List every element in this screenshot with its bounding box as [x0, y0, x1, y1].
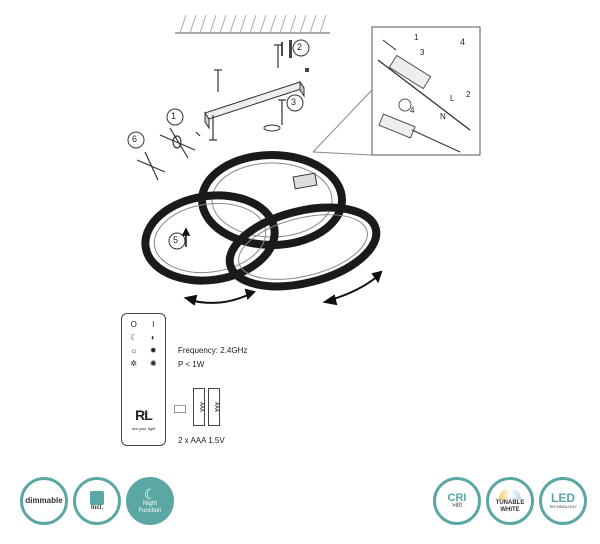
lamp-rings — [141, 151, 381, 291]
sun-icon — [499, 488, 521, 500]
night-label: Night — [142, 501, 157, 507]
sun-bright-icon: ✹ — [149, 346, 157, 355]
remote-control: O I ☾ ◐ ☼ ✹ ✲ ✺ RL live your light — [121, 313, 166, 446]
function-label: Function — [138, 508, 162, 514]
cri-badge: CRI >80 — [433, 477, 481, 525]
led-sub-label: TECHNOLOGY — [548, 503, 577, 509]
detail-N: N — [440, 112, 446, 121]
rotate-arrow-icon — [183, 270, 383, 306]
cri-value: >80 — [451, 502, 463, 509]
arrow-icon — [174, 405, 186, 413]
white-label: WHITE — [500, 507, 520, 513]
remote-incl-badge: Incl. — [73, 477, 121, 525]
tunable-label: TUNABLE — [495, 500, 525, 506]
dimmable-label: dimmable — [25, 496, 63, 505]
battery-icon: AAA — [208, 388, 220, 426]
tunable-icon: ◐ — [150, 333, 156, 342]
remote-logo: RL — [135, 407, 153, 423]
screw-icon — [209, 44, 286, 141]
step-6-label: 6 — [132, 134, 138, 144]
led-label: LED — [551, 490, 575, 505]
sun-small-icon: ✲ — [130, 359, 138, 368]
step-2-label: 2 — [297, 42, 303, 52]
tunable-white-badge: TUNABLE WHITE — [486, 477, 534, 525]
step-1-label: 1 — [171, 111, 177, 121]
wiring-detail — [312, 26, 481, 156]
power-on-icon: I — [152, 320, 155, 329]
led-badge: LED TECHNOLOGY — [539, 477, 587, 525]
sun-large-icon: ✺ — [149, 359, 157, 368]
remote-holder-parts — [136, 127, 201, 181]
step-5-label: 5 — [173, 235, 179, 245]
power-text: P < 1W — [178, 360, 205, 369]
detail-L: L — [450, 94, 455, 103]
battery-icon: AAA — [193, 388, 205, 426]
moon-icon: ☾ — [143, 486, 157, 502]
mounting-bracket — [204, 80, 305, 130]
frequency-text: Frequency: 2.4GHz — [178, 346, 248, 355]
batteries-text: 2 x AAA 1.5V — [178, 436, 225, 445]
power-off-icon: O — [130, 320, 137, 329]
night-function-badge: ☾ Night Function — [126, 477, 174, 525]
remote-icon — [90, 490, 104, 505]
driver-box — [292, 172, 318, 190]
cri-label: CRI — [447, 491, 467, 504]
detail-3: 3 — [420, 48, 425, 57]
dowel-icon — [263, 40, 309, 132]
ceiling-hatch-icon — [175, 14, 330, 34]
incl-label: Incl. — [90, 504, 103, 511]
detail-2: 2 — [466, 90, 471, 99]
step-3-label: 3 — [291, 97, 297, 107]
detail-1: 1 — [414, 33, 419, 42]
step-4-label: 4 — [460, 37, 466, 47]
sun-icon: ☼ — [130, 346, 138, 355]
remote-tagline: live your light — [131, 426, 156, 431]
moon-icon: ☾ — [130, 333, 138, 342]
dimmable-badge: dimmable — [20, 477, 68, 525]
detail-4: 4 — [410, 106, 415, 115]
